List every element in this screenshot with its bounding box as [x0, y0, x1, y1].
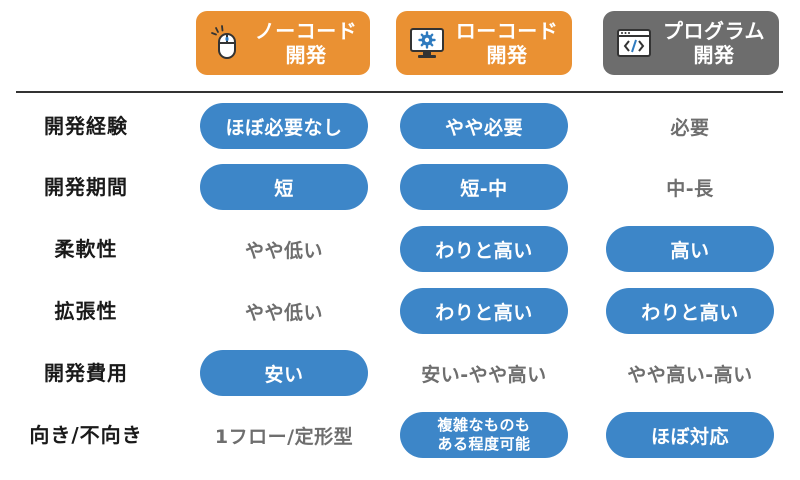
cell-program-dev-period: 中-長 — [666, 177, 714, 200]
column-header-program: プログラム 開発 — [603, 11, 779, 75]
code-window-icon — [613, 22, 655, 64]
cell-lowcode-flexibility: わりと高い — [400, 226, 568, 272]
column-title-line1: ノーコード — [254, 19, 358, 43]
row-label-dev-experience: 開発経験 — [44, 114, 128, 138]
cell-lowcode-extensibility: わりと高い — [400, 288, 568, 334]
column-title-line2: 開発 — [285, 43, 327, 67]
cell-program-dev-experience: 必要 — [670, 116, 710, 139]
cell-nocode-dev-period: 短 — [200, 164, 368, 210]
cell-lowcode-dev-period: 短-中 — [400, 164, 568, 210]
column-title-line2: 開発 — [486, 43, 528, 67]
cell-program-flexibility: 高い — [606, 226, 774, 272]
cell-program-extensibility: わりと高い — [606, 288, 774, 334]
cell-nocode-suitability: 1フロー/定形型 — [214, 425, 354, 448]
cell-lowcode-suitability: 複雑なものも ある程度可能 — [400, 412, 568, 458]
row-label-dev-cost: 開発費用 — [44, 361, 128, 385]
cell-nocode-dev-cost: 安い — [200, 350, 368, 396]
cell-lowcode-dev-experience: やや必要 — [400, 103, 568, 149]
column-title-line2: 開発 — [693, 43, 735, 67]
row-label-suitability: 向き/不向き — [29, 423, 143, 447]
cell-nocode-extensibility: やや低い — [244, 301, 323, 324]
column-title-line1: ローコード — [455, 19, 559, 43]
row-label-dev-period: 開発期間 — [44, 175, 128, 199]
cell-text-line2: ある程度可能 — [437, 435, 531, 453]
row-label-extensibility: 拡張性 — [54, 299, 118, 323]
monitor-gear-icon — [406, 22, 448, 64]
mouse-icon — [206, 22, 248, 64]
column-header-lowcode: ローコード 開発 — [396, 11, 572, 75]
cell-nocode-dev-experience: ほぼ必要なし — [200, 103, 368, 149]
cell-lowcode-dev-cost: 安い-やや高い — [421, 363, 547, 386]
column-title-line1: プログラム — [663, 19, 765, 43]
header-divider — [16, 91, 783, 93]
row-label-flexibility: 柔軟性 — [54, 237, 118, 261]
cell-program-suitability: ほぼ対応 — [606, 412, 774, 458]
cell-nocode-flexibility: やや低い — [244, 239, 323, 262]
cell-text-line1: 複雑なものも — [437, 416, 531, 434]
column-header-nocode: ノーコード 開発 — [196, 11, 370, 75]
cell-program-dev-cost: やや高い-高い — [627, 363, 753, 386]
